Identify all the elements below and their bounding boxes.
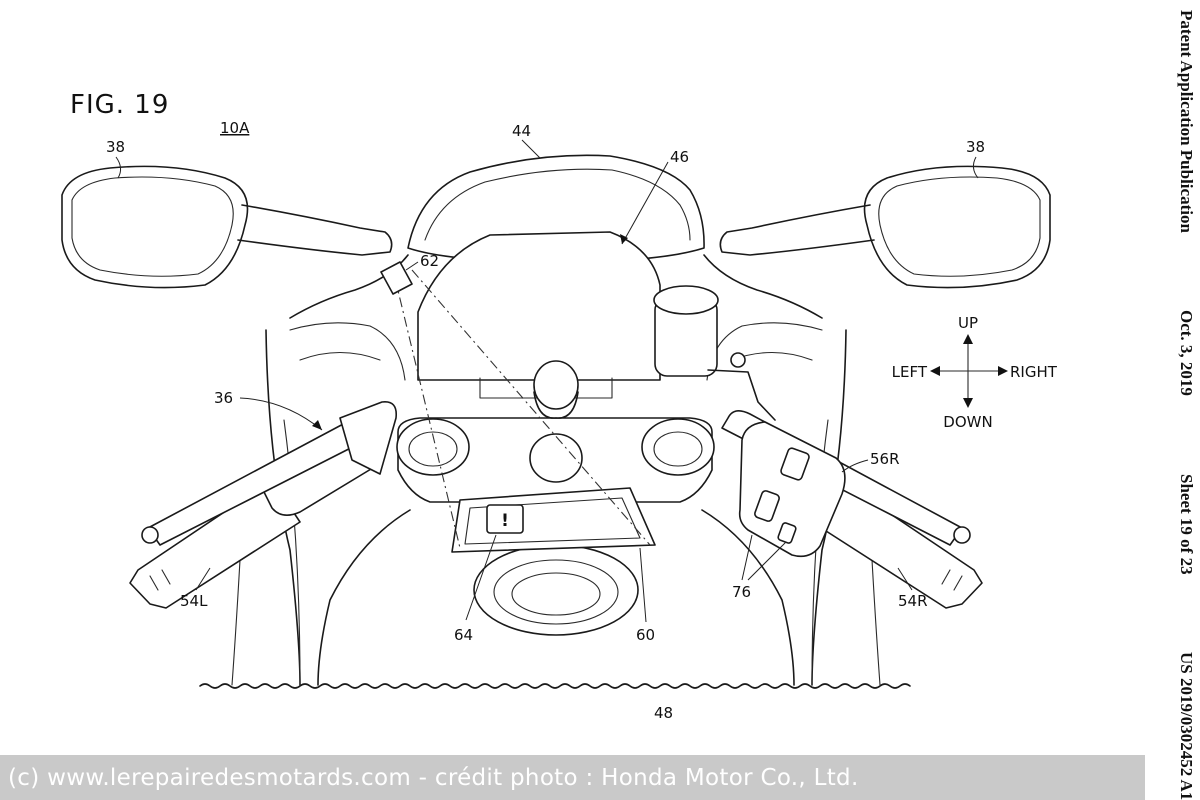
brake-fluid-reservoir	[654, 286, 775, 420]
arrow-left-icon	[930, 366, 940, 376]
publication-number: US 2019/0302452 A1	[1156, 652, 1196, 800]
left-mirror	[62, 166, 392, 287]
projector-62	[381, 262, 412, 294]
publication-type: Patent Application Publication	[1156, 10, 1196, 233]
direction-indicator: UP DOWN LEFT RIGHT	[892, 314, 1058, 431]
right-mirror	[720, 166, 1050, 287]
label-38-right: 38	[966, 138, 985, 156]
triple-clamp	[397, 361, 714, 502]
label-62: 62	[420, 252, 439, 270]
reference-10A: 10A	[220, 119, 250, 137]
warning-icon: !	[501, 511, 509, 531]
direction-right-label: RIGHT	[1010, 363, 1058, 381]
label-54L: 54L	[180, 592, 208, 610]
label-36: 36	[214, 389, 233, 407]
arrow-up-icon	[963, 334, 973, 344]
label-38-left: 38	[106, 138, 125, 156]
label-56R: 56R	[870, 450, 900, 468]
label-64: 64	[454, 626, 473, 644]
label-46: 46	[670, 148, 689, 166]
direction-down-label: DOWN	[943, 413, 992, 431]
direction-up-label: UP	[958, 314, 978, 332]
sheet-number: Sheet 19 of 23	[1156, 474, 1196, 575]
label-48: 48	[654, 704, 673, 722]
right-handlebar	[722, 411, 982, 608]
patent-header: Patent Application Publication Oct. 3, 2…	[1148, 0, 1200, 800]
direction-left-label: LEFT	[892, 363, 928, 381]
label-44: 44	[512, 122, 531, 140]
patent-figure-drawing: FIG. 19 10A	[0, 0, 1145, 755]
label-76: 76	[732, 583, 751, 601]
arrow-down-icon	[963, 398, 973, 408]
arrow-right-icon	[998, 366, 1008, 376]
label-54R: 54R	[898, 592, 928, 610]
left-handlebar	[130, 402, 396, 608]
publication-date: Oct. 3, 2019	[1156, 310, 1196, 396]
figure-title: FIG. 19	[70, 90, 169, 120]
break-line	[200, 684, 910, 688]
credit-text: (c) www.lerepairedesmotards.com - crédit…	[0, 765, 859, 791]
credit-watermark-bar: (c) www.lerepairedesmotards.com - crédit…	[0, 755, 1145, 800]
label-60: 60	[636, 626, 655, 644]
